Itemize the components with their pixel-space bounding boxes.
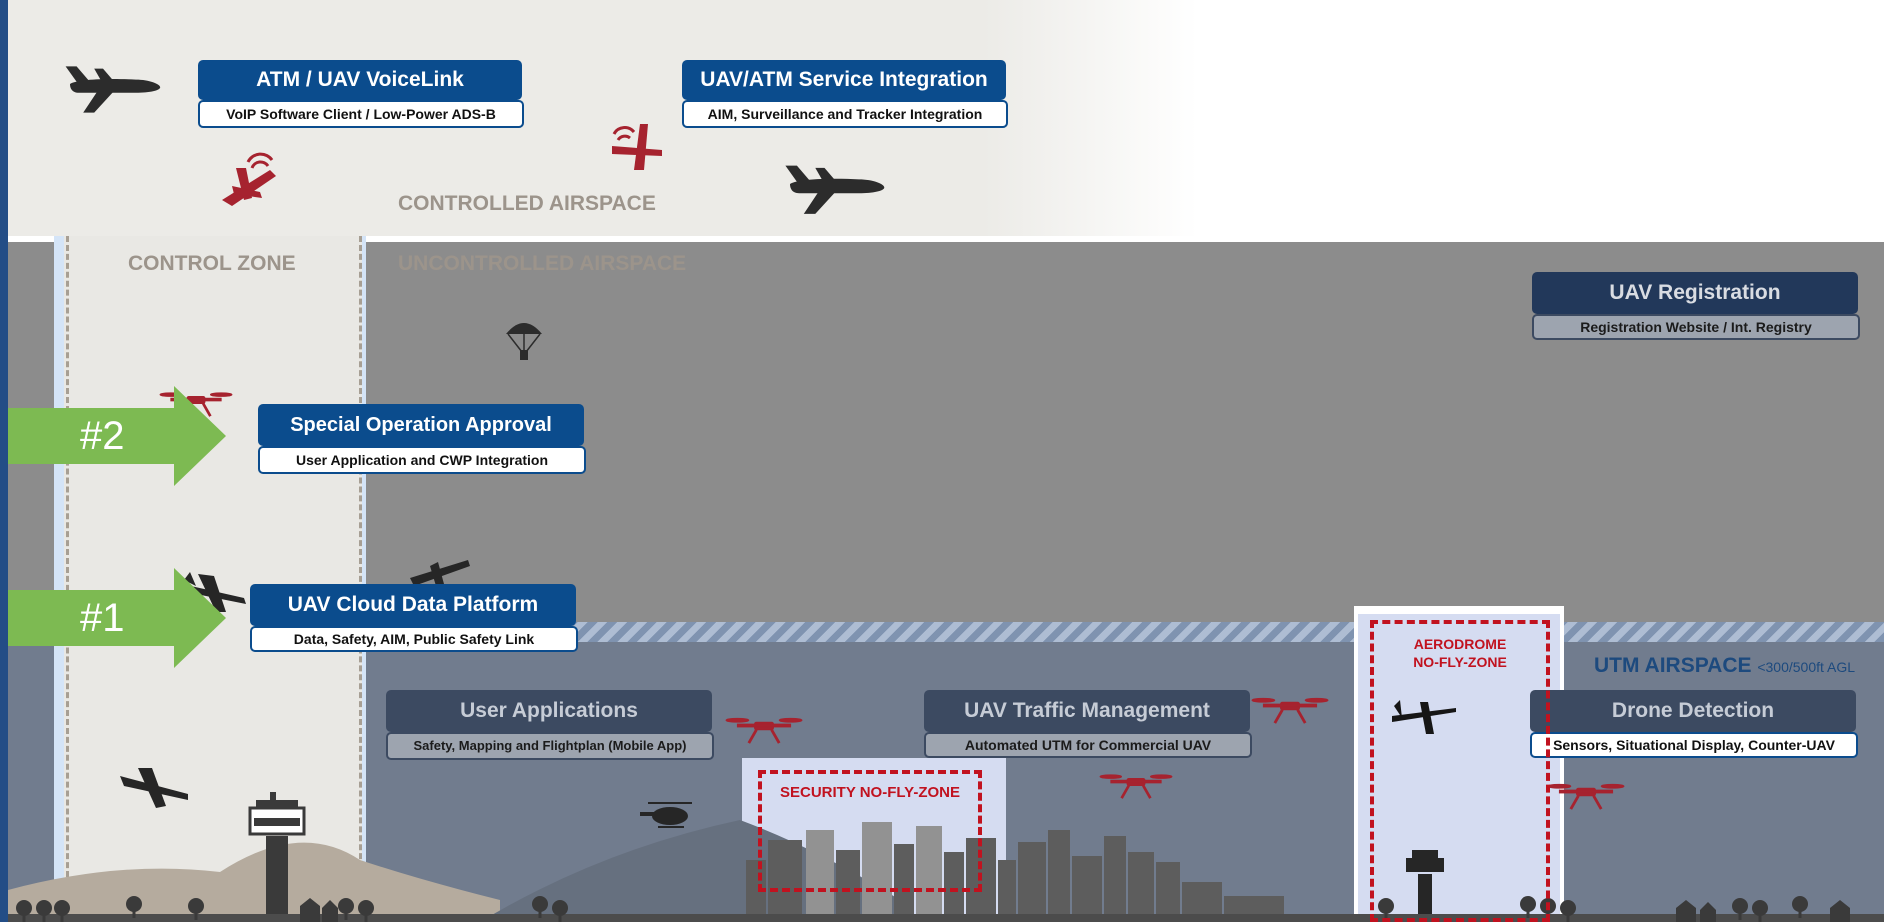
step-arrow-2: [8, 386, 226, 486]
aerodrome-no-fly-zone-label-line1: AERODROME: [1413, 636, 1507, 652]
utm-altitude-note: <300/500ft AGL: [1757, 659, 1856, 675]
airplane-icon: [182, 572, 246, 612]
aerodrome-no-fly-zone-label-line2: NO-FLY-ZONE: [1413, 654, 1507, 670]
security-no-fly-zone-label: SECURITY NO-FLY-ZONE: [779, 784, 961, 801]
security-no-fly-zone-border: [758, 770, 982, 892]
service-integration-title-box: UAV/ATM Service Integration: [682, 60, 1006, 100]
signal-airplane-icon: [612, 124, 662, 170]
control-zone-left-boundary: [66, 236, 69, 886]
drone-detection-subtitle-box: Sensors, Situational Display, Counter-UA…: [1530, 732, 1858, 758]
step-arrow-1-label: #1: [80, 596, 125, 640]
house-row: [300, 898, 1850, 922]
cloud-platform-subtitle-box: Data, Safety, AIM, Public Safety Link: [250, 626, 578, 652]
registration-title-box: UAV Registration: [1532, 272, 1858, 314]
uncontrolled-airspace-label: UNCONTROLLED AIRSPACE: [398, 252, 687, 275]
airplane-icon: [120, 768, 188, 808]
traffic-management-title-box: UAV Traffic Management: [924, 690, 1250, 732]
aerodrome-no-fly-zone-area: [1358, 614, 1560, 922]
service-integration-subtitle-box: AIM, Surveillance and Tracker Integratio…: [682, 100, 1008, 128]
control-zone-label: CONTROL ZONE: [128, 252, 296, 275]
drone-icon: [1098, 773, 1174, 800]
parachute-icon: [506, 323, 542, 360]
registration-subtitle-box: Registration Website / Int. Registry: [1532, 314, 1860, 340]
controlled-airspace-label: CONTROLLED AIRSPACE: [398, 192, 656, 215]
city-skyline-highlight: [806, 822, 942, 922]
helicopter-icon: [640, 802, 692, 828]
traffic-management-subtitle-box: Automated UTM for Commercial UAV: [924, 732, 1252, 758]
step-arrow-2-label: #2: [80, 414, 125, 458]
voicelink-subtitle-box: VoIP Software Client / Low-Power ADS-B: [198, 100, 524, 128]
ground-line: [8, 914, 1884, 922]
utm-airspace-title: UTM AIRSPACE: [1594, 654, 1752, 677]
airplane-icon: [785, 165, 885, 214]
drone-icon: [1546, 782, 1626, 811]
drone-icon: [724, 716, 804, 745]
control-zone-right-boundary: [359, 236, 362, 886]
mountain-silhouette: [8, 842, 500, 922]
airplane-icon: [1392, 700, 1456, 734]
user-applications-title-box: User Applications: [386, 690, 712, 732]
aerodrome-no-fly-zone-border: [1370, 620, 1550, 922]
signal-airplane-icon: [222, 152, 276, 206]
control-tower-icon: [1406, 850, 1444, 922]
special-operation-title-box: Special Operation Approval: [258, 404, 584, 446]
airplane-icon: [410, 560, 470, 586]
user-applications-subtitle-box: Safety, Mapping and Flightplan (Mobile A…: [386, 732, 714, 760]
special-operation-subtitle-box: User Application and CWP Integration: [258, 446, 586, 474]
step-arrow-1: [8, 568, 226, 668]
drone-icon: [1250, 696, 1330, 725]
left-edge-bar: [0, 0, 8, 922]
utm-airspace-label: UTM AIRSPACE <300/500ft AGL: [1594, 654, 1855, 678]
voicelink-title-box: ATM / UAV VoiceLink: [198, 60, 522, 100]
airplane-icon: [65, 66, 161, 113]
control-tower-icon: [248, 792, 306, 922]
drone-detection-title-box: Drone Detection: [1530, 690, 1856, 732]
cloud-platform-title-box: UAV Cloud Data Platform: [250, 584, 576, 626]
